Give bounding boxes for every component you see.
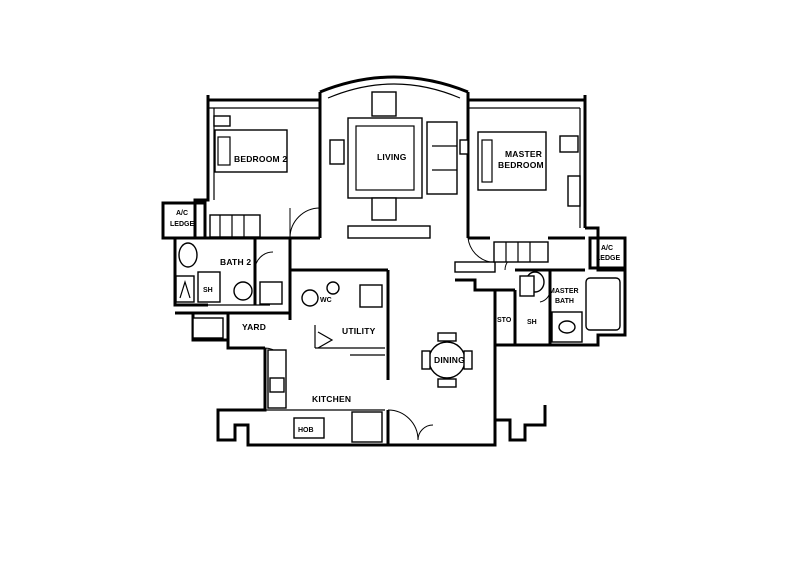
exterior-walls (161, 75, 627, 447)
kitchen-label: KITCHEN (312, 394, 351, 404)
master-bedroom-label-2: BEDROOM (498, 160, 544, 170)
ac-ledge-right-label-1: A/C (601, 245, 613, 252)
hob-label: HOB (298, 427, 314, 434)
master-bath-label-2: BATH (555, 298, 574, 305)
shower-left-label: SH (203, 287, 213, 294)
living-label: LIVING (377, 152, 407, 162)
wc-label: WC (320, 297, 332, 304)
ac-ledge-left-label-2: LEDGE (170, 221, 194, 228)
master-bedroom-furniture (477, 131, 581, 263)
ac-ledge-right-label-2: LEDGE (596, 255, 620, 262)
room-labels: LIVING MASTER BEDROOM BEDROOM 2 A/C LEDG… (170, 149, 620, 434)
bedroom2-furniture (209, 115, 288, 238)
bath2-label: BATH 2 (220, 257, 251, 267)
master-bedroom-label-1: MASTER (505, 149, 542, 159)
dining-furniture (421, 332, 473, 388)
store-label: STO (497, 317, 512, 324)
kitchen-fixtures (192, 317, 383, 443)
master-bath-label-1: MASTER (549, 288, 579, 295)
bedroom2-label: BEDROOM 2 (234, 154, 287, 164)
dining-label: DINING (434, 355, 465, 365)
yard-label: YARD (242, 322, 266, 332)
ac-ledge-left-label-1: A/C (176, 210, 188, 217)
living-furniture (329, 91, 469, 221)
utility-label: UTILITY (342, 326, 376, 336)
bath-fixtures (175, 242, 621, 343)
shower-right-label: SH (527, 319, 537, 326)
